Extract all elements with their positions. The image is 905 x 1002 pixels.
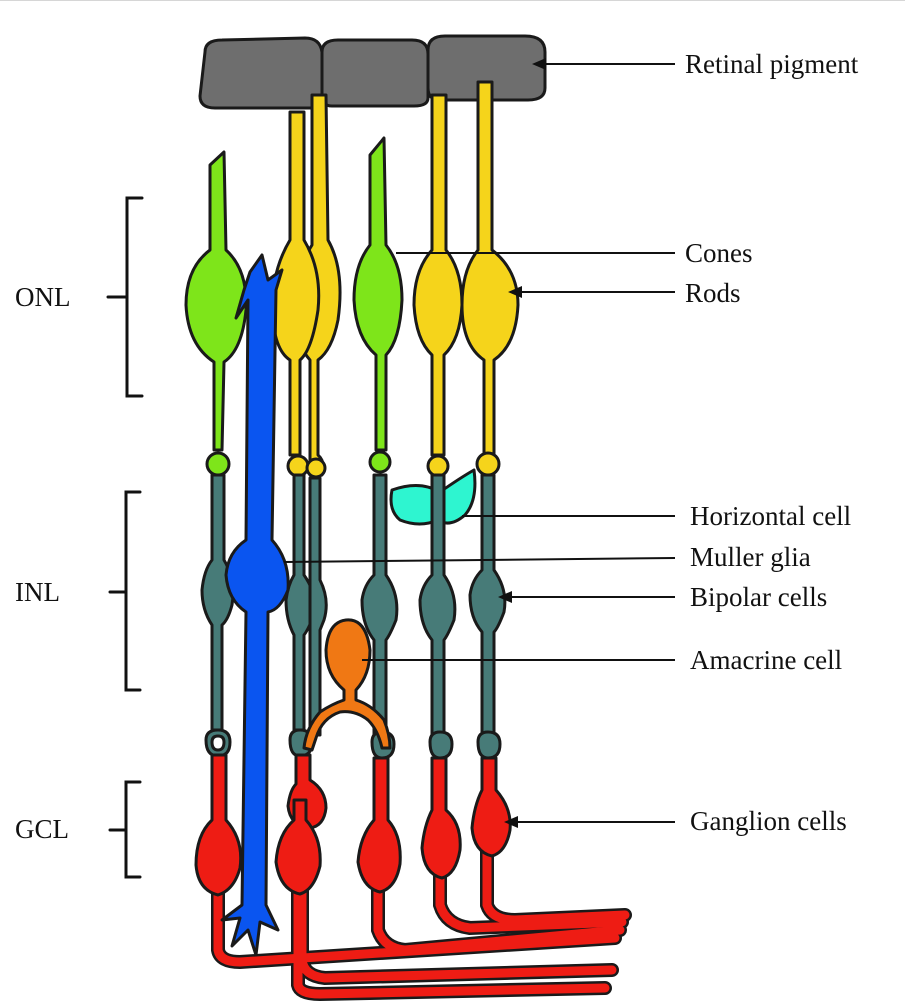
arrow-heads bbox=[498, 58, 546, 828]
label-rods: Rods bbox=[685, 278, 741, 308]
layer-brackets bbox=[108, 198, 142, 877]
label-muller-glia: Muller glia bbox=[690, 542, 811, 572]
label-ganglion-cells: Ganglion cells bbox=[690, 806, 847, 836]
label-retinal-pigment: Retinal pigment bbox=[685, 49, 859, 79]
layer-label-inl: INL bbox=[15, 577, 60, 607]
label-amacrine-cell: Amacrine cell bbox=[690, 645, 842, 675]
label-cones: Cones bbox=[685, 238, 753, 268]
bracket-gcl bbox=[110, 782, 140, 877]
label-bipolar-cells: Bipolar cells bbox=[690, 582, 827, 612]
layer-label-gcl: GCL bbox=[15, 814, 69, 844]
label-horizontal-cell: Horizontal cell bbox=[690, 501, 851, 531]
bracket-onl bbox=[108, 198, 142, 396]
layer-label-onl: ONL bbox=[15, 282, 71, 312]
bracket-inl bbox=[110, 492, 140, 690]
